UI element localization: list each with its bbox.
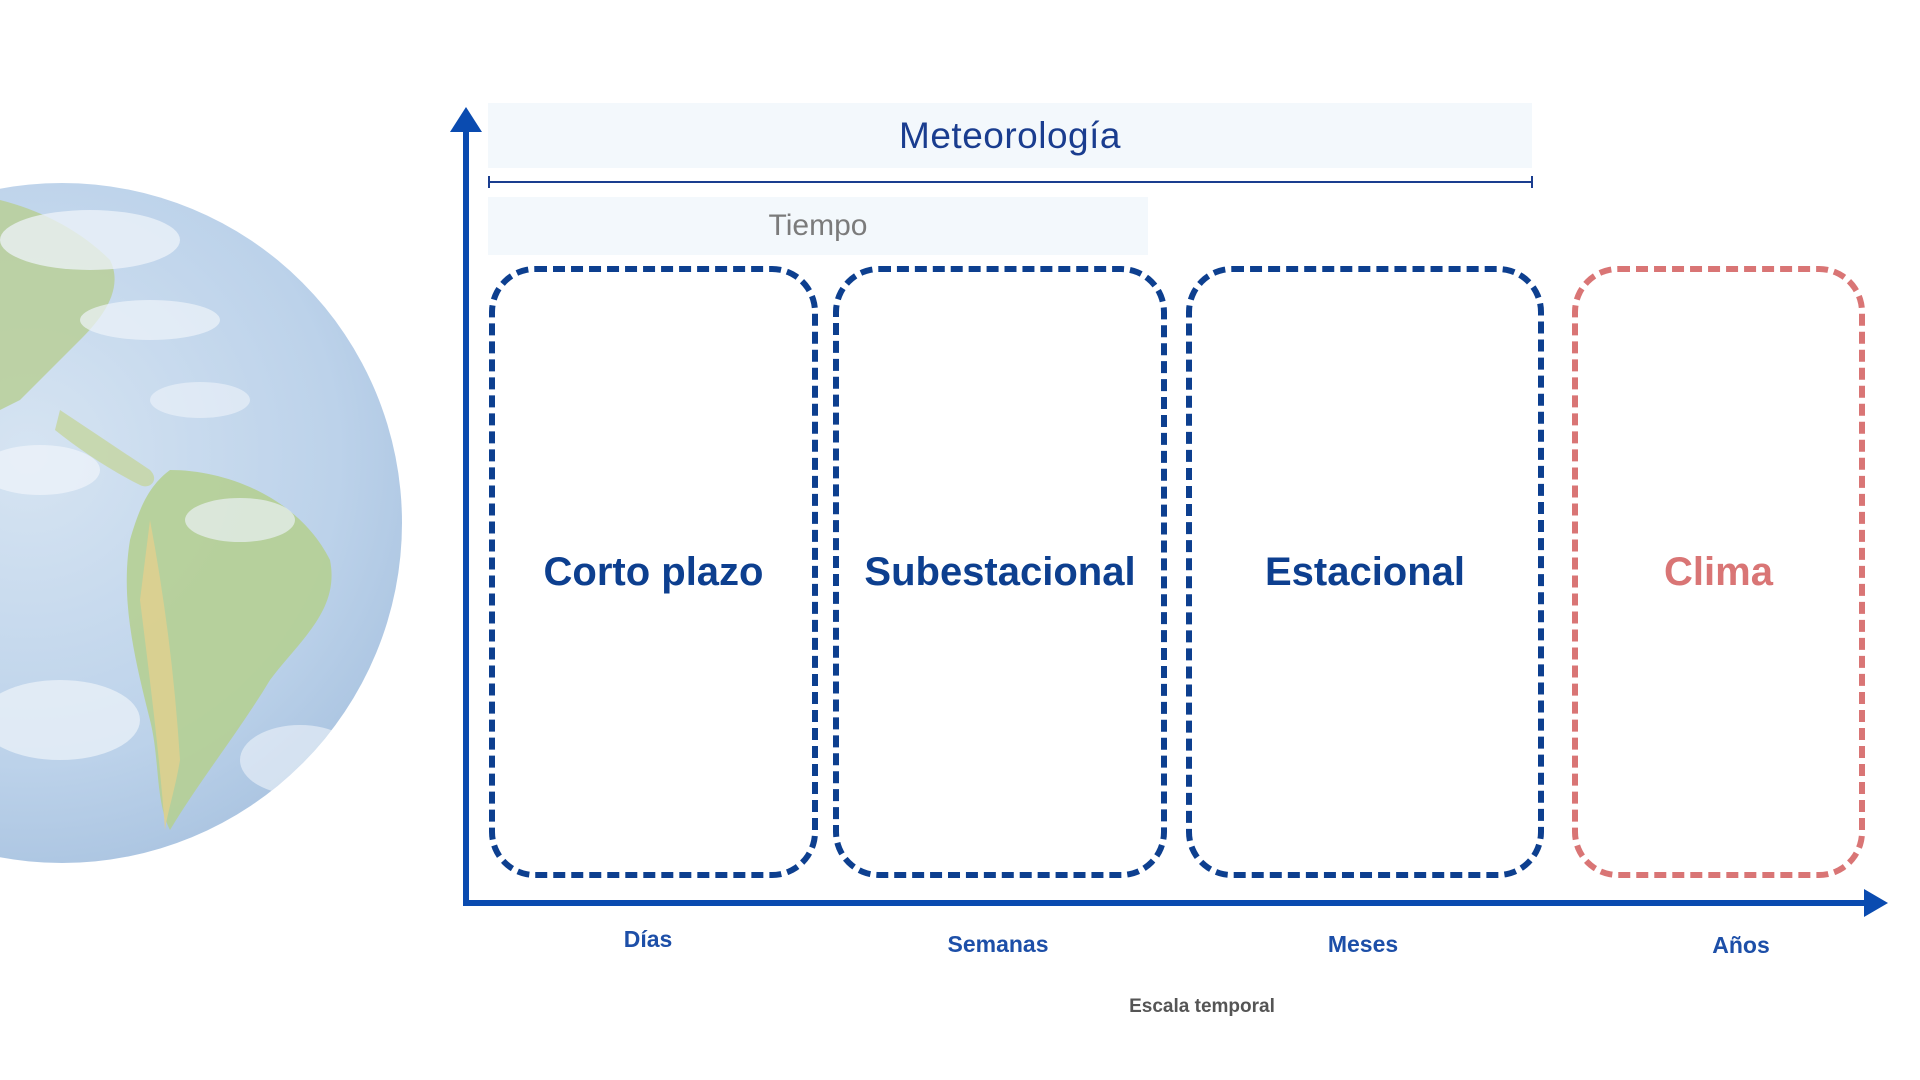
cloud bbox=[150, 382, 250, 418]
x-tick-semanas: Semanas bbox=[947, 931, 1049, 957]
scale-label-subestacional: Subestacional bbox=[864, 549, 1136, 594]
cloud bbox=[185, 498, 295, 542]
cloud bbox=[0, 445, 100, 495]
x-axis-title: Escala temporal bbox=[1129, 996, 1275, 1017]
cloud bbox=[0, 680, 140, 760]
x-tick-dias: Días bbox=[623, 926, 673, 952]
land-central-america bbox=[55, 410, 155, 487]
cloud bbox=[80, 300, 220, 340]
tiempo-label: Tiempo bbox=[768, 209, 868, 242]
scale-box-subestacional: Subestacional bbox=[833, 266, 1167, 878]
x-tick-meses: Meses bbox=[1327, 931, 1399, 957]
x-axis-arrow bbox=[1864, 889, 1888, 917]
scale-box-corto-plazo: Corto plazo bbox=[489, 266, 818, 878]
meteorologia-band: Meteorología bbox=[488, 103, 1532, 168]
meteorologia-label: Meteorología bbox=[899, 114, 1121, 156]
scale-label-corto-plazo: Corto plazo bbox=[543, 549, 764, 594]
earth-globe-image bbox=[0, 183, 402, 863]
scale-box-estacional: Estacional bbox=[1186, 266, 1544, 878]
land-andes bbox=[140, 520, 180, 830]
scale-label-estacional: Estacional bbox=[1264, 549, 1466, 594]
cloud bbox=[0, 210, 180, 270]
x-tick-anos: Años bbox=[1712, 932, 1770, 958]
y-axis-arrow bbox=[450, 107, 482, 132]
scale-label-clima: Clima bbox=[1664, 549, 1773, 594]
tiempo-band: Tiempo bbox=[488, 197, 1148, 255]
scale-box-clima: Clima bbox=[1572, 266, 1865, 878]
